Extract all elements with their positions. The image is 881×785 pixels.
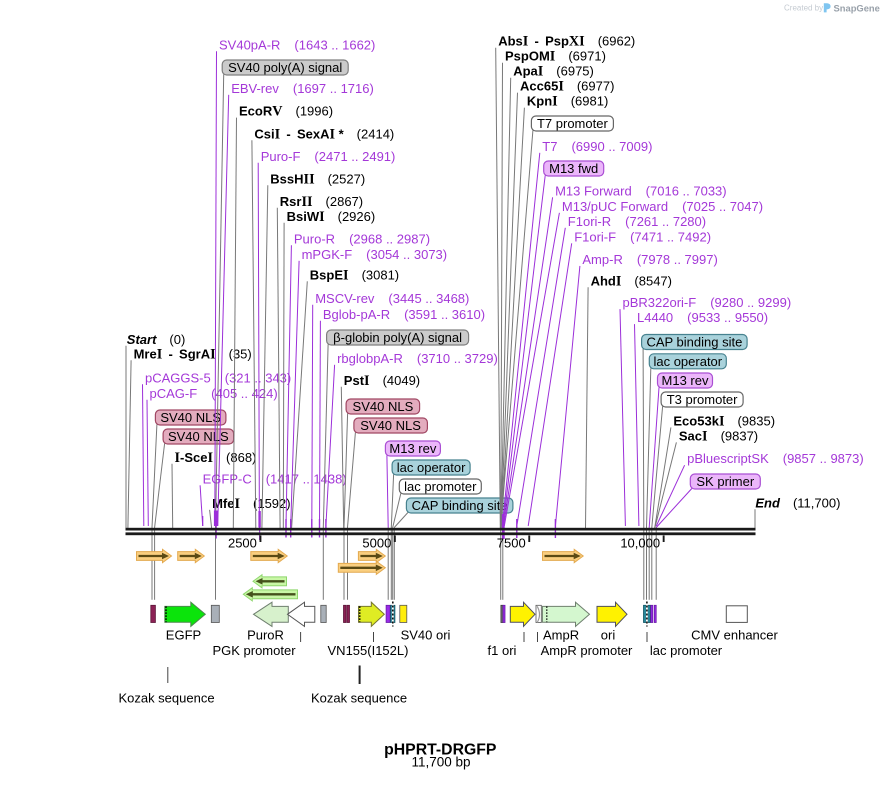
svg-text:AbsI - PspXI(6962): AbsI - PspXI(6962) — [498, 34, 635, 50]
svg-text:T7(6990 .. 7009): T7(6990 .. 7009) — [542, 139, 652, 154]
svg-text:EBV-rev(1697 .. 1716): EBV-rev(1697 .. 1716) — [231, 81, 374, 96]
svg-text:pCAGGS-5(321 .. 343): pCAGGS-5(321 .. 343) — [145, 370, 291, 385]
svg-text:PspOMI(6971): PspOMI(6971) — [505, 49, 606, 65]
svg-text:M13 fwd: M13 fwd — [549, 161, 598, 176]
svg-text:Amp-R(7978 .. 7997): Amp-R(7978 .. 7997) — [582, 252, 717, 267]
svg-text:BspEI(3081): BspEI(3081) — [310, 267, 399, 283]
svg-text:pHPRT-DRGFP: pHPRT-DRGFP — [384, 742, 496, 759]
svg-text:F1ori-F(7471 .. 7492): F1ori-F(7471 .. 7492) — [574, 229, 711, 244]
svg-text:7500: 7500 — [497, 536, 526, 551]
svg-text:ApaI(6975): ApaI(6975) — [513, 64, 594, 80]
svg-text:lac promoter: lac promoter — [650, 643, 723, 658]
svg-text:AmpR promoter: AmpR promoter — [541, 643, 633, 658]
svg-text:lac operator: lac operator — [653, 354, 722, 369]
svg-text:CsiI - SexAI *(2414): CsiI - SexAI *(2414) — [254, 126, 394, 142]
svg-text:EcoRV(1996): EcoRV(1996) — [239, 104, 333, 120]
svg-text:M13 rev: M13 rev — [662, 373, 709, 388]
svg-text:AhdI(8547): AhdI(8547) — [591, 273, 672, 289]
svg-text:SnapGene: SnapGene — [834, 3, 880, 14]
svg-text:SK primer: SK primer — [696, 474, 754, 489]
svg-text:End(11,700): End(11,700) — [755, 495, 840, 510]
svg-text:BsiWI(2926): BsiWI(2926) — [287, 209, 376, 225]
svg-text:Puro-R(2968 .. 2987): Puro-R(2968 .. 2987) — [294, 231, 430, 246]
svg-text:ori: ori — [601, 628, 616, 643]
svg-text:CAP binding site: CAP binding site — [412, 498, 508, 513]
svg-text:2500: 2500 — [228, 536, 257, 551]
svg-text:Bglob-pA-R(3591 .. 3610): Bglob-pA-R(3591 .. 3610) — [323, 307, 485, 322]
svg-text:10,000: 10,000 — [620, 536, 660, 551]
svg-text:EGFP: EGFP — [166, 628, 201, 643]
svg-text:SV40pA-R(1643 .. 1662): SV40pA-R(1643 .. 1662) — [219, 37, 375, 52]
svg-text:Kozak sequence: Kozak sequence — [118, 691, 214, 706]
svg-text:β-globin poly(A) signal: β-globin poly(A) signal — [333, 330, 462, 345]
svg-text:lac operator: lac operator — [397, 460, 466, 475]
svg-text:SV40 NLS: SV40 NLS — [360, 418, 421, 433]
svg-text:5000: 5000 — [362, 536, 391, 551]
svg-text:lac promoter: lac promoter — [404, 479, 477, 494]
svg-text:SV40 ori: SV40 ori — [401, 628, 451, 643]
svg-text:T7 promoter: T7 promoter — [537, 116, 608, 131]
svg-text:M13 Forward(7016 .. 7033): M13 Forward(7016 .. 7033) — [555, 183, 727, 198]
svg-text:Acc65I(6977): Acc65I(6977) — [520, 79, 614, 95]
svg-text:Kozak sequence: Kozak sequence — [311, 691, 407, 706]
svg-text:SV40 poly(A) signal: SV40 poly(A) signal — [228, 60, 342, 75]
svg-text:SV40 NLS: SV40 NLS — [168, 429, 229, 444]
svg-text:PGK promoter: PGK promoter — [212, 643, 296, 658]
svg-text:VN155(I152L): VN155(I152L) — [328, 643, 409, 658]
svg-text:M13/pUC Forward(7025 .. 7047): M13/pUC Forward(7025 .. 7047) — [562, 199, 763, 214]
svg-text:pBR322ori-F(9280 .. 9299): pBR322ori-F(9280 .. 9299) — [623, 295, 792, 310]
svg-text:Created by: Created by — [784, 4, 823, 13]
svg-text:Eco53kI(9835): Eco53kI(9835) — [673, 413, 775, 429]
svg-text:Start(0): Start(0) — [127, 332, 186, 347]
svg-text:MreI - SgrAI(35): MreI - SgrAI(35) — [134, 346, 252, 362]
svg-text:SacI(9837): SacI(9837) — [679, 428, 758, 444]
svg-text:F1ori-R(7261 .. 7280): F1ori-R(7261 .. 7280) — [568, 214, 706, 229]
svg-text:CAP binding site: CAP binding site — [646, 335, 742, 350]
svg-text:CMV enhancer: CMV enhancer — [691, 628, 778, 643]
svg-text:pBluescriptSK(9857 .. 9873): pBluescriptSK(9857 .. 9873) — [687, 451, 864, 466]
svg-text:SV40 NLS: SV40 NLS — [353, 399, 414, 414]
svg-text:Puro-F(2471 .. 2491): Puro-F(2471 .. 2491) — [261, 149, 396, 164]
svg-text:RsrII(2867): RsrII(2867) — [280, 194, 363, 210]
svg-text:MSCV-rev(3445 .. 3468): MSCV-rev(3445 .. 3468) — [315, 291, 469, 306]
svg-text:SV40 NLS: SV40 NLS — [160, 410, 221, 425]
svg-text:BssHII(2527): BssHII(2527) — [270, 171, 365, 187]
svg-text:KpnI(6981): KpnI(6981) — [527, 94, 608, 110]
svg-text:rbglobpA-R(3710 .. 3729): rbglobpA-R(3710 .. 3729) — [337, 351, 498, 366]
svg-text:AmpR: AmpR — [543, 628, 579, 643]
svg-text:L4440(9533 .. 9550): L4440(9533 .. 9550) — [637, 310, 768, 325]
svg-text:M13 rev: M13 rev — [389, 441, 436, 456]
svg-text:11,700 bp: 11,700 bp — [411, 755, 470, 770]
svg-text:T3 promoter: T3 promoter — [667, 392, 738, 407]
svg-text:PuroR: PuroR — [247, 628, 284, 643]
svg-text:PstI(4049): PstI(4049) — [344, 373, 420, 389]
svg-text:f1 ori: f1 ori — [488, 643, 517, 658]
svg-text:pCAG-F(405 .. 424): pCAG-F(405 .. 424) — [150, 386, 278, 401]
svg-text:mPGK-F(3054 .. 3073): mPGK-F(3054 .. 3073) — [302, 247, 448, 262]
